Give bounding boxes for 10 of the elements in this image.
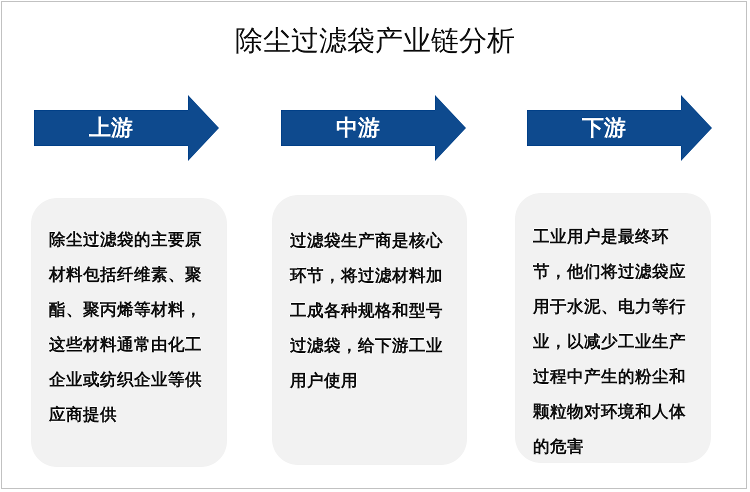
stage-label: 上游 [89,114,133,142]
stage-arrow [281,95,466,161]
stage-label: 下游 [582,114,626,142]
title: 除尘过滤袋产业链分析 [234,25,516,59]
stage-arrow [34,95,219,161]
card-text: 除尘过滤袋的主要原材料包括纤维素、聚酯、聚丙烯等材料，这些材料通常由化工企业或纺织企业等供应商提供 [49,229,203,426]
stage-label: 中游 [336,114,380,142]
card-text: 过滤袋生产商是核心环节，将过滤材料加工成各种规格和型号过滤袋，给下游工业用户使用 [290,230,444,392]
stage-arrow [527,95,712,161]
card-text: 工业用户是最终环节，他们将过滤袋应用于水泥、电力等行业，以减少工业生产过程中产生的粉尘和颗粒物对环境和人体的危害 [533,226,687,458]
